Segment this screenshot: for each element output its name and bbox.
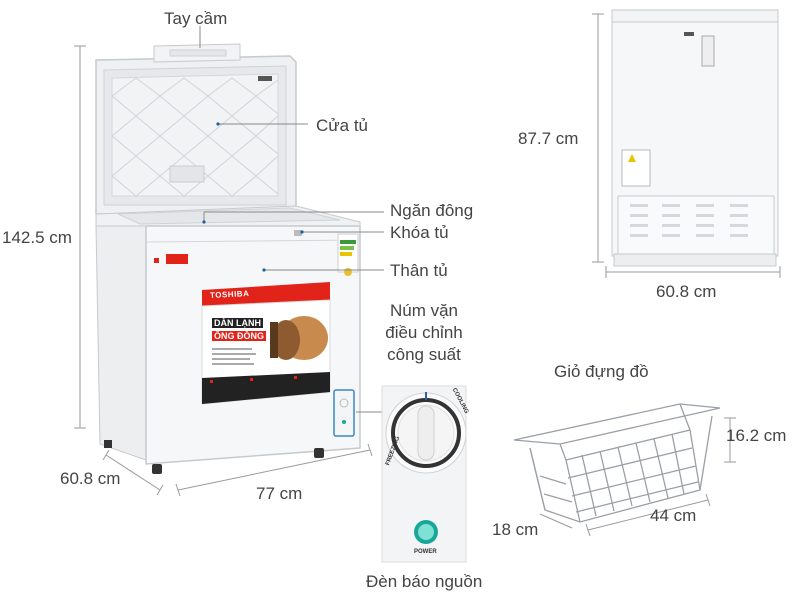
control-panel-closeup bbox=[381, 385, 467, 563]
front-height-dimension: 142.5 cm bbox=[2, 228, 72, 247]
side-view bbox=[611, 9, 779, 267]
handle-label: Tay cầm bbox=[164, 9, 228, 28]
knob-label-line-1: Núm vặn bbox=[389, 301, 459, 320]
basket-depth-dimension: 18 cm bbox=[492, 520, 539, 539]
side-height-dimension: 87.7 cm bbox=[518, 129, 579, 148]
knob-label: Núm vặn điều chỉnh công suất bbox=[374, 300, 474, 366]
basket-height-dimension: 16.2 cm bbox=[726, 426, 787, 445]
side-width-dimension: 60.8 cm bbox=[656, 282, 717, 301]
door-label: Cửa tủ bbox=[316, 116, 369, 135]
basket-wire bbox=[513, 403, 721, 523]
freezer-compartment-label: Ngăn đông bbox=[390, 201, 474, 220]
freezer-lid bbox=[95, 55, 297, 215]
lock-label: Khóa tủ bbox=[390, 223, 449, 242]
body-label: Thân tủ bbox=[390, 261, 448, 280]
banner-line-1: DÀN LẠNH bbox=[212, 318, 263, 328]
knob-label-line-2: điều chỉnh bbox=[385, 323, 463, 342]
basket-label: Giỏ đựng đồ bbox=[554, 362, 649, 381]
front-width-dimension: 77 cm bbox=[256, 484, 303, 503]
front-depth-dimension: 60.8 cm bbox=[60, 469, 121, 488]
banner-line-2: ỐNG ĐỒNG bbox=[212, 331, 267, 341]
knob-label-line-3: công suất bbox=[387, 345, 461, 364]
power-text: POWER bbox=[414, 549, 437, 555]
power-light-label: Đèn báo nguồn bbox=[366, 572, 483, 591]
basket-width-dimension: 44 cm bbox=[650, 506, 697, 525]
